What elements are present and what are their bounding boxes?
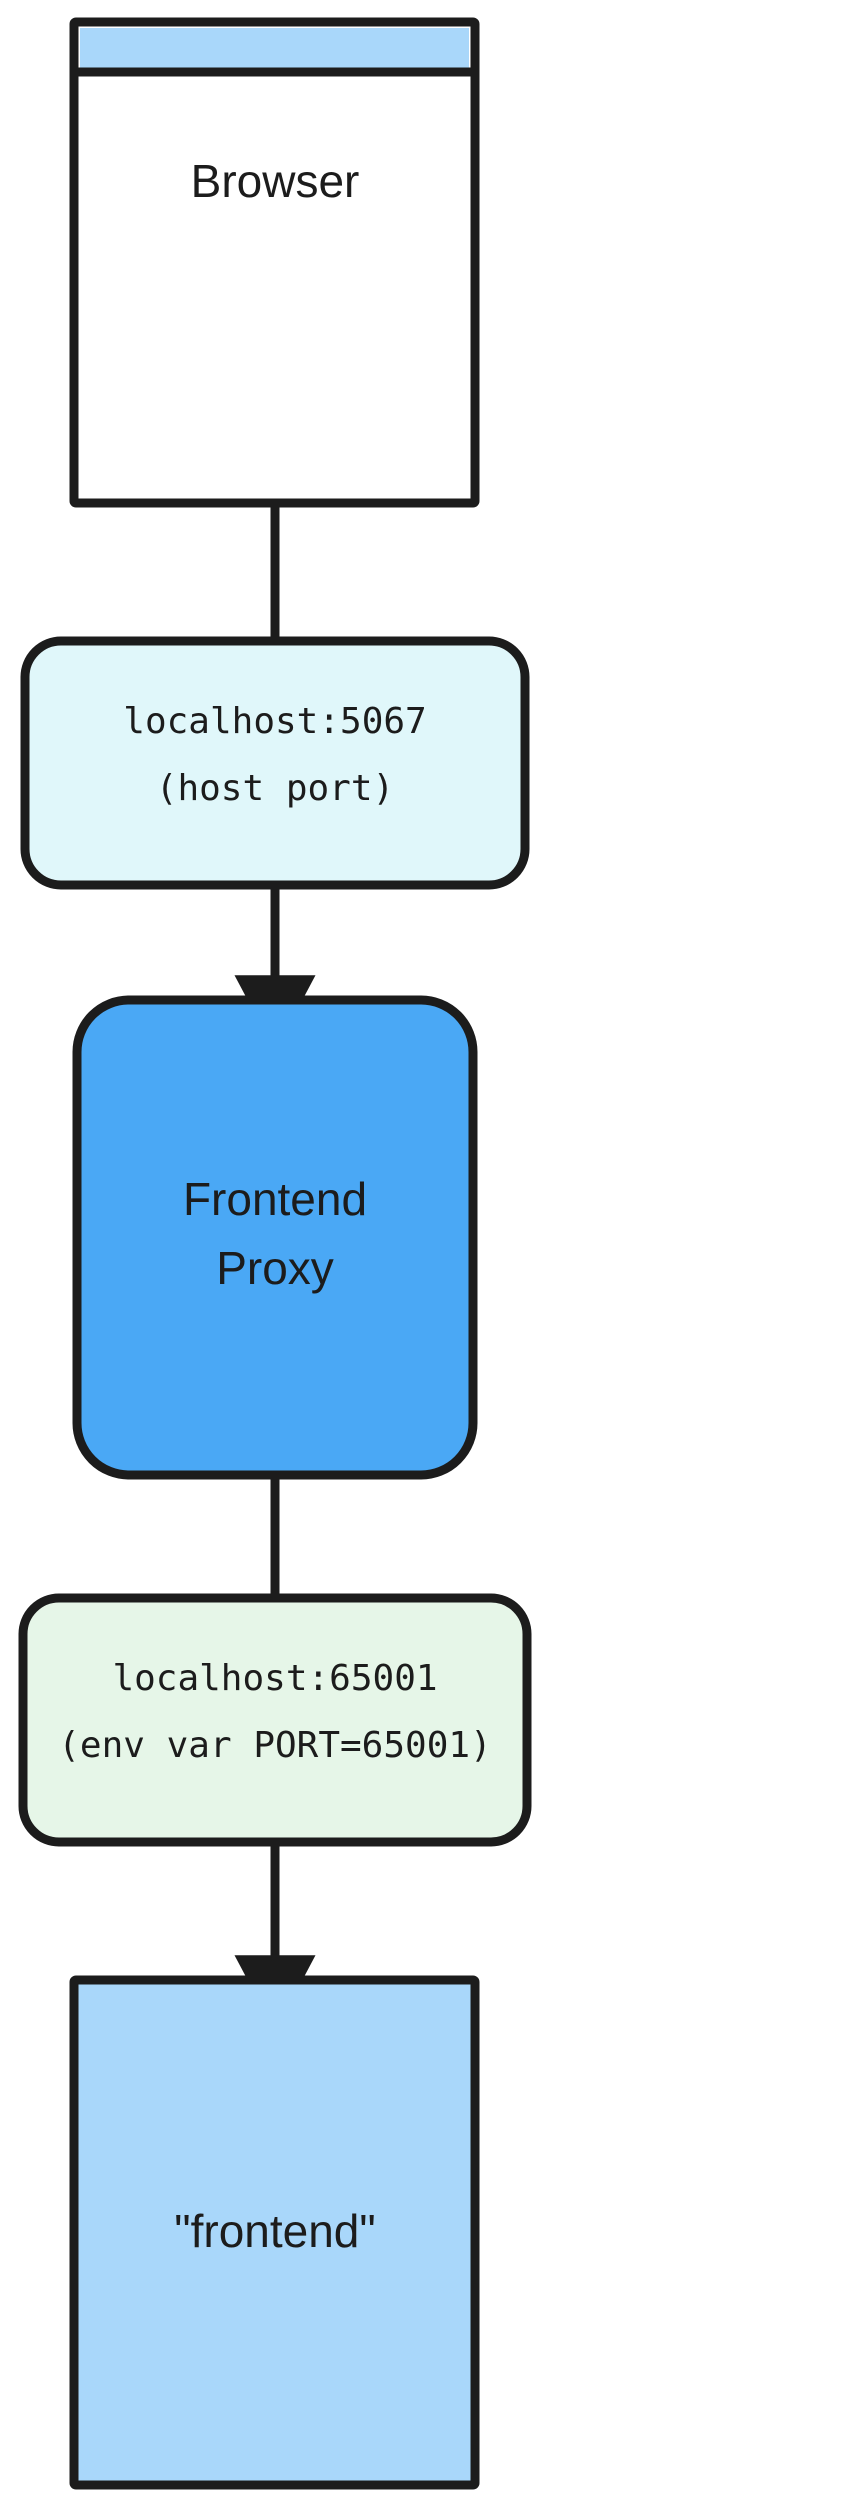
host-port-label-box [20,636,530,890]
env-port-label-line1: localhost:65001 [112,1658,437,1699]
frontend-service-box [69,1975,480,2490]
browser-window-frame [69,17,480,508]
env-port-label-line2: (env var PORT=65001) [58,1725,491,1766]
edge-label-env-port: localhost:65001 (env var PORT=65001) [18,1593,532,1847]
frontend-proxy-label-line2: Proxy [216,1242,334,1294]
node-frontend-proxy[interactable]: Frontend Proxy [72,995,478,1480]
env-port-label-box [18,1593,532,1847]
host-port-label-line2: (host port) [156,768,394,809]
frontend-proxy-box [72,995,478,1480]
node-browser[interactable]: Browser [69,17,480,508]
browser-titlebar [80,28,469,68]
host-port-label-line1: localhost:5067 [123,701,426,742]
frontend-proxy-label-line1: Frontend [183,1173,367,1225]
browser-label: Browser [191,155,360,207]
node-frontend-service[interactable]: "frontend" [69,1975,480,2490]
frontend-service-label: "frontend" [174,2205,375,2257]
edge-label-host-port: localhost:5067 (host port) [20,636,530,890]
